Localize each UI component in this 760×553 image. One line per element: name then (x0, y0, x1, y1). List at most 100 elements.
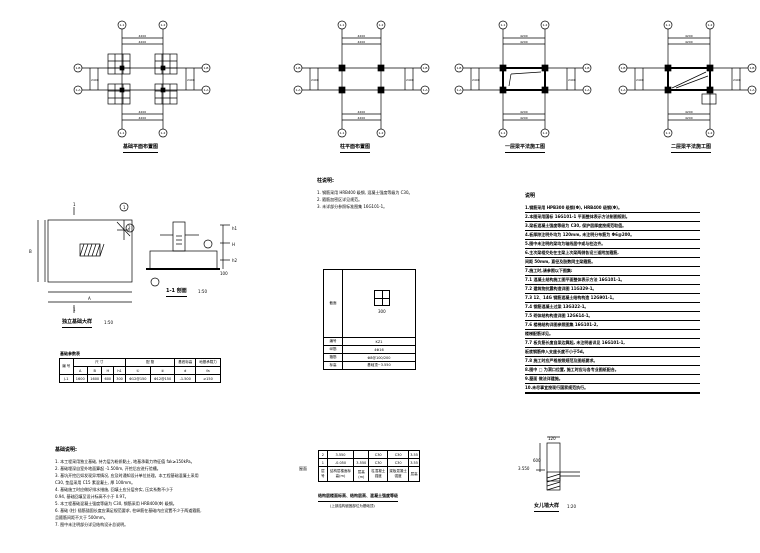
cell: 箍筋 (323, 353, 343, 362)
th: 结构层楼面标高(m) (326, 466, 355, 482)
dimension-text: 4200 (357, 34, 366, 38)
cell: 1600 (86, 374, 103, 383)
th-bearing: 地基承载力 (195, 358, 221, 367)
section-cushion: 100 (220, 271, 228, 276)
dimension-text: 4200 (520, 110, 528, 114)
general-notes: 说明 1.钢筋采用 HPB300 级钢(Φ), HRB400 级钢(Φ)。2.本… (525, 192, 700, 394)
footing-outline (154, 83, 178, 105)
section-scale: 1:50 (198, 289, 207, 294)
axis-bubble (747, 85, 757, 95)
section-h2: h2 (232, 258, 238, 263)
marker-2-bubble (203, 239, 213, 249)
axis-bubble (420, 85, 430, 95)
th: 梁板混凝土强度 (387, 466, 410, 482)
note-item: 7.2 建筑物抗震构造详图 11G329-1。 (525, 285, 700, 294)
note-item: 4.板厚除注明外均为 120mm, 未注明分布筋为 Φ6@200。 (525, 231, 700, 240)
detail-height: 600 (533, 458, 541, 463)
footing-plan-outline (47, 219, 133, 283)
plan-title-foundation: 基础平面布置图 (123, 143, 159, 153)
th: 层号 (318, 466, 328, 482)
axis-bubble (540, 128, 550, 138)
column-notes-heading: 柱说明: (317, 178, 334, 184)
axis-label: 1-B (620, 66, 626, 70)
dimension-text: 2400 (472, 78, 480, 82)
axis-label: 1-2 (707, 23, 713, 27)
th-h1: h1 (113, 366, 126, 375)
cell: Φ12@150 (124, 374, 151, 383)
axis-bubble (201, 63, 211, 73)
axis-bubble (293, 63, 303, 73)
column (499, 86, 507, 94)
footing-scale: 1:50 (104, 320, 113, 325)
axis-label: 1-A (295, 88, 301, 92)
hatch (79, 243, 85, 257)
axis-label: 1-2 (378, 23, 384, 27)
detail-scale: 1:20 (567, 504, 576, 509)
axis-label: 1-B (584, 66, 590, 70)
dimension-text: 4200 (520, 40, 528, 44)
th: 柱混凝土强度 (368, 466, 389, 482)
axis-label: 1-1 (339, 131, 345, 135)
hatch (95, 243, 101, 257)
column (664, 64, 672, 72)
hatch (546, 477, 561, 483)
axis-bubble (705, 20, 715, 30)
dimension-text: 4200 (138, 34, 147, 38)
axis-bubble (376, 128, 386, 138)
note-item: 2. 箍筋加密区详见规范。 (317, 197, 363, 202)
axis-label: 1-A (75, 88, 81, 92)
cell: -0.050 (326, 458, 355, 467)
th-size: 尺 寸 (72, 358, 126, 367)
note-item: 7.4 钢筋混凝土过梁 13G322-1。 (525, 303, 700, 312)
axis-label: 1-B (203, 66, 209, 70)
axis-bubble (498, 20, 508, 30)
cell: 1600 (72, 374, 88, 383)
dimension-text: 2400 (568, 78, 576, 82)
cell: 4Φ16 (342, 345, 416, 354)
dimension-text: 4200 (685, 110, 693, 114)
dimension-text: 4200 (357, 40, 366, 44)
note-item: 7. 图中未注明部分详见结构设计总说明。 (55, 522, 129, 527)
th-r1: ① (124, 366, 151, 375)
hatch (546, 473, 561, 479)
footing-dim-b: B (29, 249, 32, 254)
cell: 2 (318, 450, 328, 459)
detail-title: 女儿墙大样 (534, 502, 560, 512)
dimension-text: 4200 (138, 110, 147, 114)
note-item: 7.1 混凝土结构施工图平面整体表示方法 16G101-1。 (525, 276, 700, 285)
dimension-text: 4200 (685, 34, 693, 38)
hatch (83, 243, 89, 257)
dimension-text: 4200 (520, 116, 528, 120)
axis-bubble (73, 85, 83, 95)
axis-label: 1-2 (542, 23, 548, 27)
footing-section (149, 250, 218, 270)
cell: J-1 (59, 374, 74, 383)
hatch (546, 481, 561, 487)
column (541, 86, 549, 94)
axis-label: 1-1 (665, 23, 671, 27)
cell: 标高 (323, 361, 343, 370)
note-item: 0.94, 基础回填至设计标高不小于 0.97。 (55, 494, 129, 499)
cell: 300 (113, 374, 126, 383)
slab-line (510, 71, 542, 75)
cell: 600 (101, 374, 115, 383)
note-item: 1. 钢筋采用 HRB400 级钢, 混凝土强度等级为 C30。 (317, 190, 413, 195)
axis-bubble (337, 128, 347, 138)
th-a: A (72, 366, 88, 375)
floor-table-caption: 结构层楼面标高、结构层高、混凝土强度等级 (318, 493, 398, 502)
axis-bubble (663, 20, 673, 30)
th-h: H (101, 366, 115, 375)
dimension-text: 4200 (685, 116, 693, 120)
cell: KZ1 (342, 337, 416, 346)
note-item: C30, 垫层采用 C15 素混凝土, 厚 100mm。 (55, 480, 136, 485)
axis-label: 1-2 (707, 131, 713, 135)
axis-bubble (117, 128, 127, 138)
footing-outline (107, 83, 131, 105)
section-title: 1-1 剖面 (166, 287, 187, 297)
axis-label: 1-2 (378, 131, 384, 135)
beam-outline (502, 67, 546, 91)
column (338, 86, 346, 94)
